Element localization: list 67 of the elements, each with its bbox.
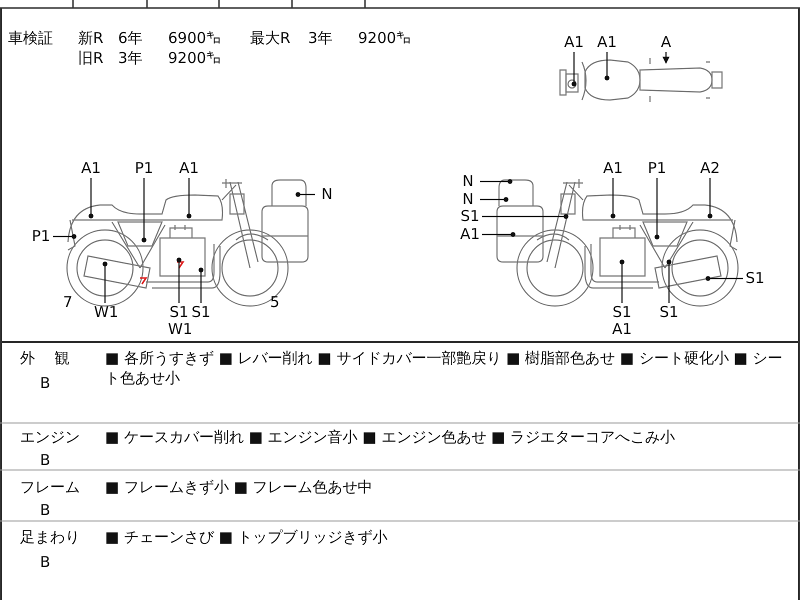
leader-line (480, 197, 508, 202)
finding-text: ■ チェーンさび ■ トップブリッジきず小 (105, 527, 389, 547)
motorcycle-drawing (496, 178, 739, 307)
leader-line (176, 258, 182, 303)
row-heading: フレーム (20, 477, 80, 497)
value-text: 旧R (78, 48, 104, 68)
callout-label: A1 (80, 160, 102, 177)
callout-label: S1 (459, 208, 481, 225)
inspection-label: 車検証 (8, 28, 53, 48)
value-text: 新R (78, 28, 104, 48)
leader-line (186, 178, 192, 218)
callout-label: P1 (30, 228, 52, 245)
callout-label: A1 (602, 160, 624, 177)
callout-label: S1 W1 (168, 304, 190, 338)
motorcycle-drawing (66, 178, 309, 307)
callout-label: A1 (563, 34, 585, 51)
leader-line (620, 260, 624, 303)
value-text: 6900㌔ (168, 28, 222, 48)
finding-text: ■ ケースカバー削れ ■ エンジン音小 ■ エンジン色あせ ■ ラジエターコアへこみ小 (105, 427, 676, 447)
grade-text: B (40, 373, 50, 393)
callout-label: A (655, 34, 677, 51)
finding-text: ■ 各所うすきず ■ レバー削れ ■ サイドカバー一部艶戻り ■ 樹脂部色あせ ■ シート硬化小 ■ シート色あせ小 (105, 348, 784, 388)
leader-line (666, 260, 672, 303)
value-text: 9200㌔ (168, 48, 222, 68)
value-text: 3年 (308, 28, 333, 48)
row-heading: 外観 (20, 348, 89, 368)
leader-line (296, 192, 315, 197)
row-heading: エンジン (20, 427, 80, 447)
callout-label: A1 (459, 226, 481, 243)
leader-line (142, 178, 146, 242)
callout-label: A1 (596, 34, 618, 51)
callout-label: P1 (646, 160, 668, 177)
motorcycle-drawing (559, 57, 723, 103)
value-text: 最大R (250, 28, 290, 48)
leader-line (480, 179, 512, 184)
callout-label: S1 A1 (611, 304, 633, 338)
value-text: 9200㌔ (358, 28, 412, 48)
callout-label: N (457, 173, 479, 190)
callout-label: N (457, 191, 479, 208)
value-text: 6年 (118, 28, 143, 48)
callout-label: W1 (94, 304, 116, 321)
leader-line (482, 232, 516, 237)
row-heading: 足まわり (20, 527, 80, 547)
grade-text: B (40, 552, 50, 572)
callout-label: S1 (744, 270, 766, 287)
leader-line (53, 234, 76, 239)
callout-label: P1 (133, 160, 155, 177)
leader-line (482, 214, 568, 219)
callout-number: 7 (63, 292, 73, 312)
callout-label: A2 (699, 160, 721, 177)
callout-label: S1 (658, 304, 680, 321)
grade-text: B (40, 500, 50, 520)
leader-line (662, 52, 670, 64)
callout-label: N (316, 186, 338, 203)
leader-line (654, 178, 660, 240)
leader-line (572, 52, 576, 86)
value-text: 3年 (118, 48, 143, 68)
callout-number: 5 (270, 292, 280, 312)
leader-line (610, 178, 616, 218)
leader-line (88, 178, 94, 218)
callout-label: A1 (178, 160, 200, 177)
leader-line (708, 178, 712, 218)
leader-line (198, 268, 204, 303)
finding-text: ■ フレームきず小 ■ フレーム色あせ中 (105, 477, 374, 497)
callout-label: S1 (190, 304, 212, 321)
leader-line (706, 276, 743, 281)
grade-text: B (40, 450, 50, 470)
